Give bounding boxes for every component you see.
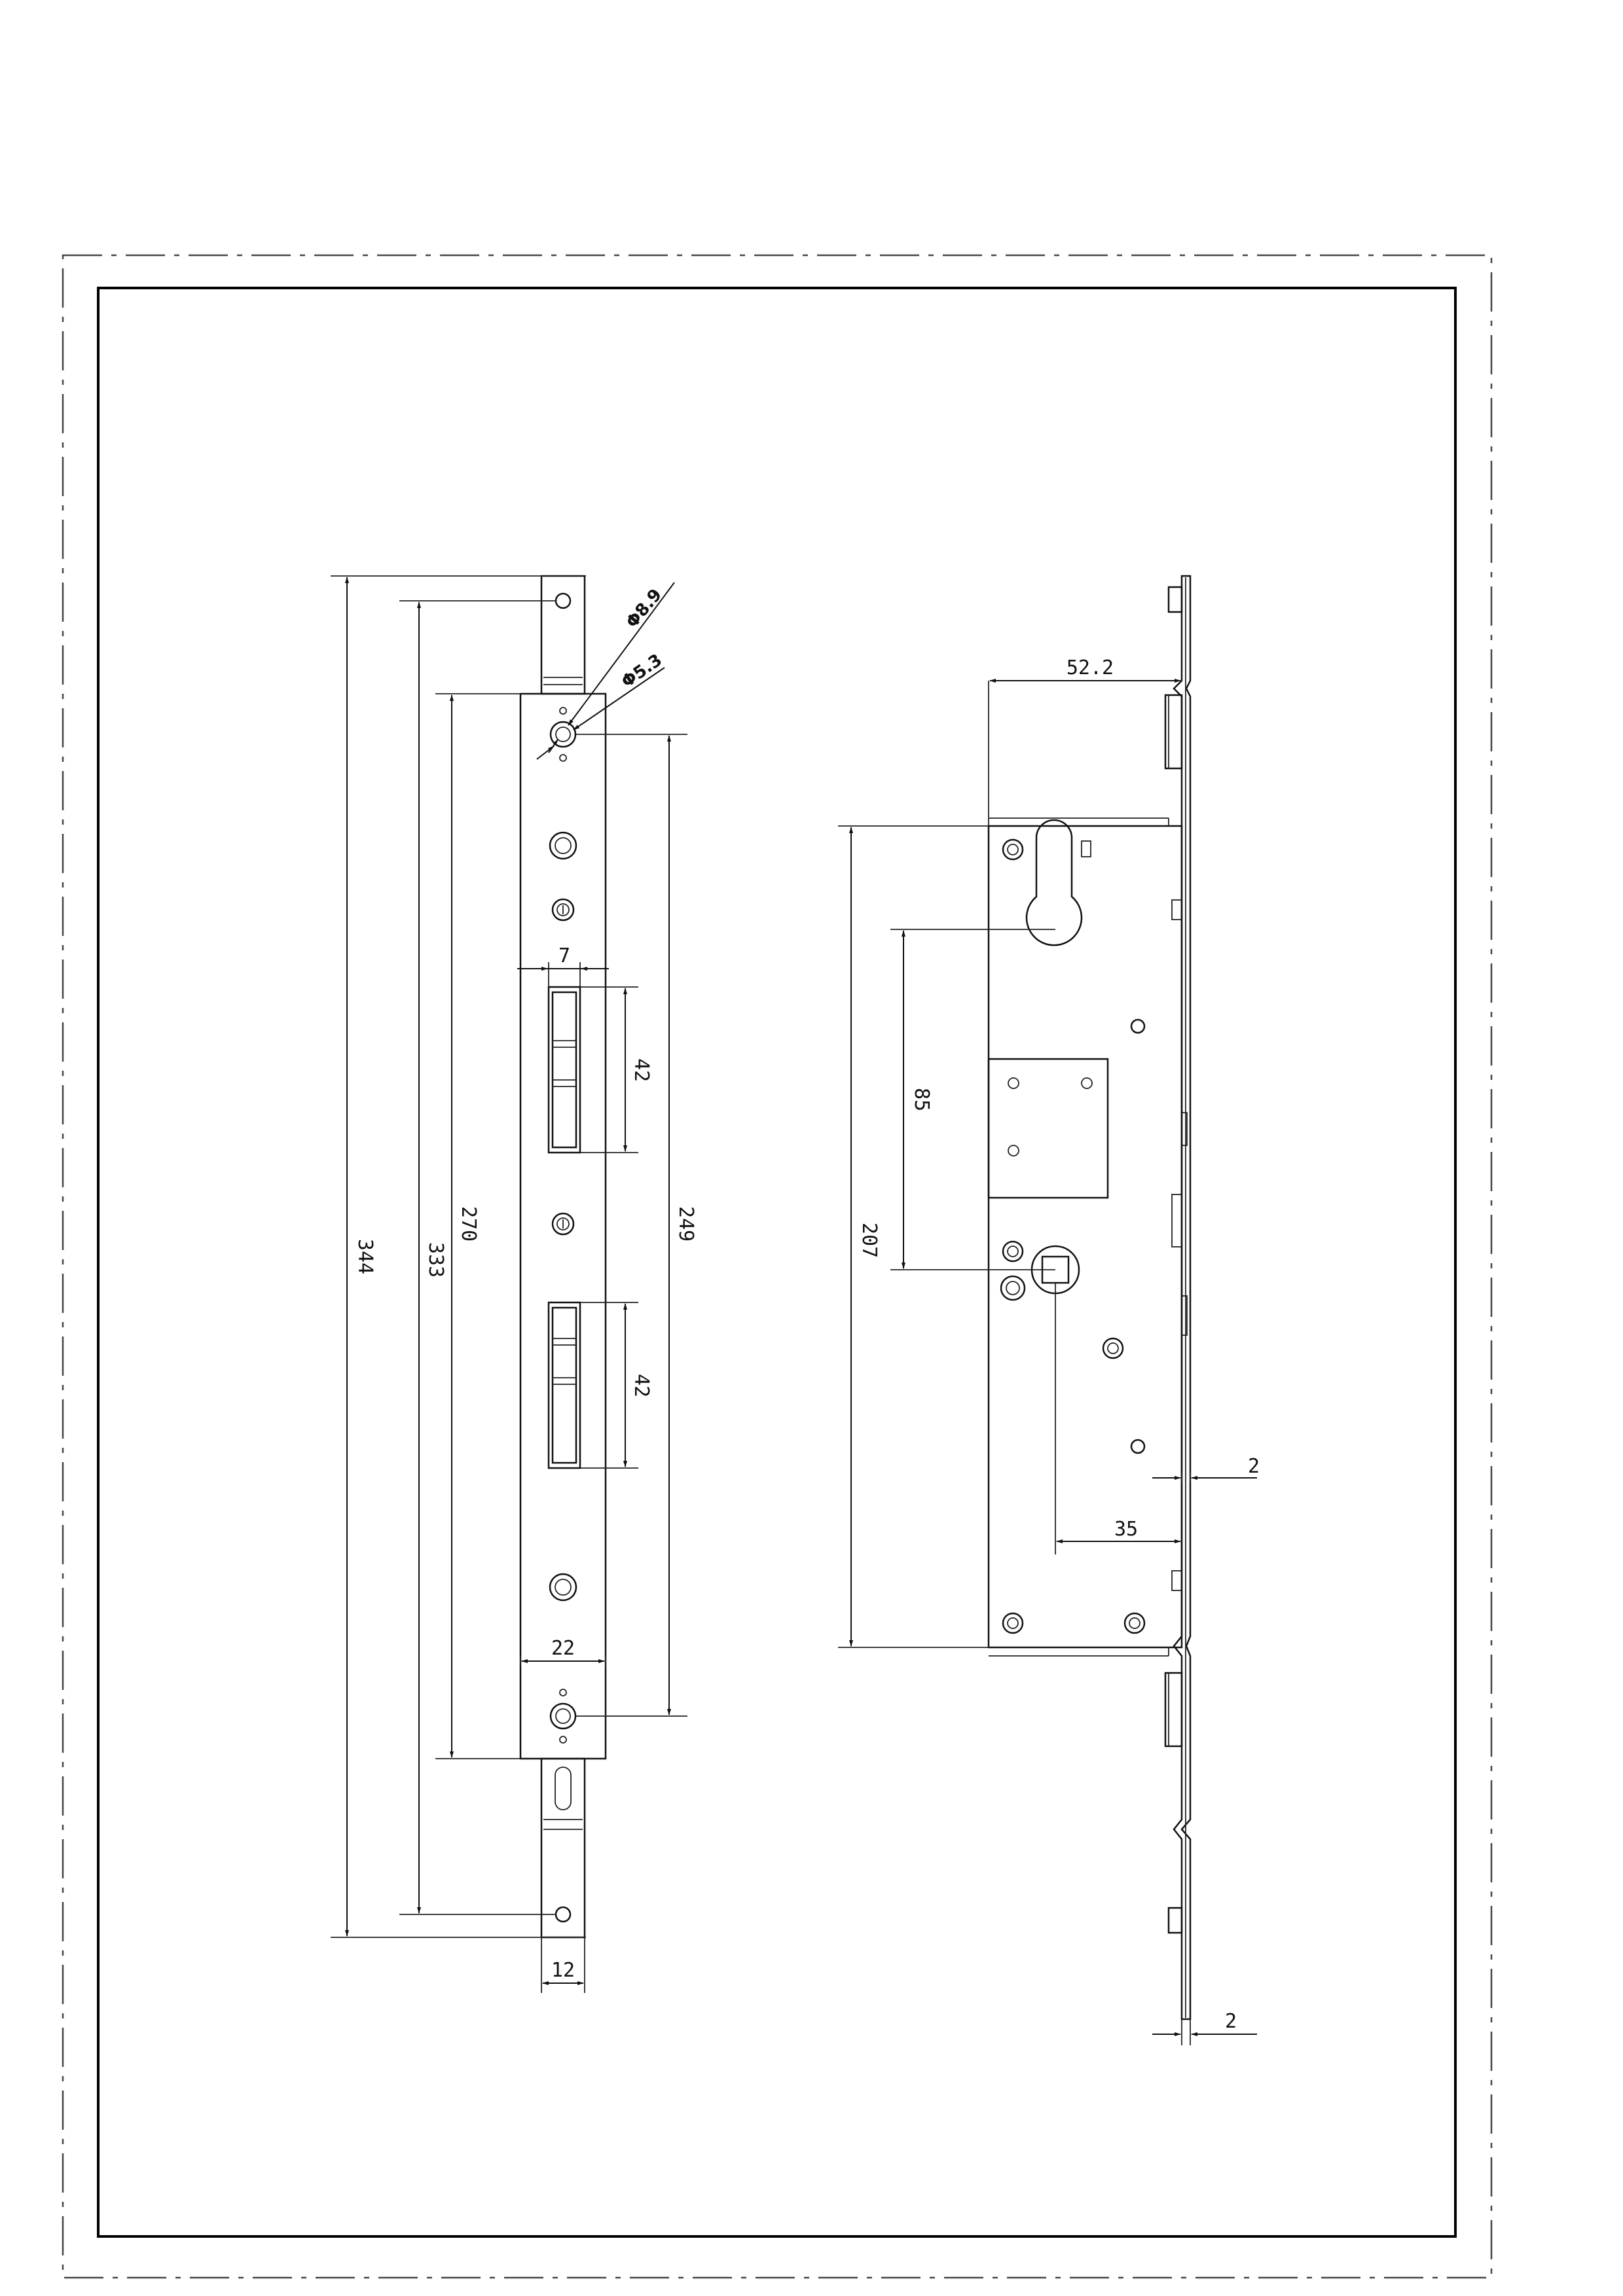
dim-strip-width: 12 [551, 1959, 575, 1982]
drawing-frame [97, 287, 1457, 2238]
case-screw-1 [1002, 838, 1024, 861]
dim-strip-thickness: 2 [1225, 2010, 1237, 2033]
bottom-screw-hole [549, 1702, 577, 1730]
dim-cylinder-to-spindle: 85 [910, 1088, 933, 1111]
front-view: 344 333 270 249 42 42 7 22 12 Φ8.9 Φ5.3 [331, 575, 697, 1993]
case-screw-4 [1102, 1337, 1124, 1359]
side-view: 52.2 207 85 35 2 2 [838, 575, 1260, 2045]
top-screw-hole [549, 721, 577, 748]
case-screw-2 [1002, 1240, 1024, 1263]
bottom-pin [1167, 1907, 1183, 1934]
dim-spindle-to-faceplate: 35 [1114, 1518, 1138, 1541]
bottom-pin-hole [555, 1906, 572, 1923]
dim-backset: 52.2 [1067, 656, 1114, 679]
rivet-4 [549, 1573, 577, 1602]
dim-bolt-offset: 7 [558, 944, 570, 967]
lower-roller [1164, 1672, 1183, 1748]
dim-case-height: 207 [858, 1223, 881, 1258]
case-screw-6 [1123, 1612, 1146, 1634]
dim-hole-small: Φ5.3 [618, 651, 666, 692]
dim-upper-bolt: 42 [630, 1058, 653, 1082]
upper-roller [1164, 694, 1183, 770]
bottom-strip [540, 1757, 586, 1939]
dim-faceplate-length: 270 [457, 1206, 480, 1242]
case-screw-5 [1002, 1612, 1024, 1634]
dim-faceplate-width: 22 [551, 1637, 575, 1660]
upper-bolt [547, 986, 581, 1154]
case-hole-1 [1130, 1018, 1146, 1034]
dim-total-length: 344 [354, 1239, 376, 1274]
dim-pin-to-pin: 333 [424, 1242, 447, 1278]
rivet-1 [549, 831, 577, 860]
top-pin-hole [555, 592, 572, 609]
case-screw-3 [1000, 1275, 1026, 1301]
rivet-3 [551, 1212, 575, 1236]
cylinder-hole [1025, 819, 1083, 946]
inner-plate [987, 1058, 1109, 1199]
dim-faceplate-thickness: 2 [1248, 1455, 1260, 1478]
lower-bolt [547, 1301, 581, 1469]
dim-hole-large: Φ8.9 [622, 585, 666, 632]
dim-lower-bolt: 42 [630, 1374, 653, 1397]
case-hole-2 [1130, 1439, 1146, 1454]
top-pin [1167, 586, 1183, 613]
lock-case [987, 825, 1183, 1649]
dim-screw-to-screw: 249 [674, 1206, 697, 1242]
rivet-2 [551, 898, 575, 922]
outer-dashed-border [62, 254, 1493, 2279]
